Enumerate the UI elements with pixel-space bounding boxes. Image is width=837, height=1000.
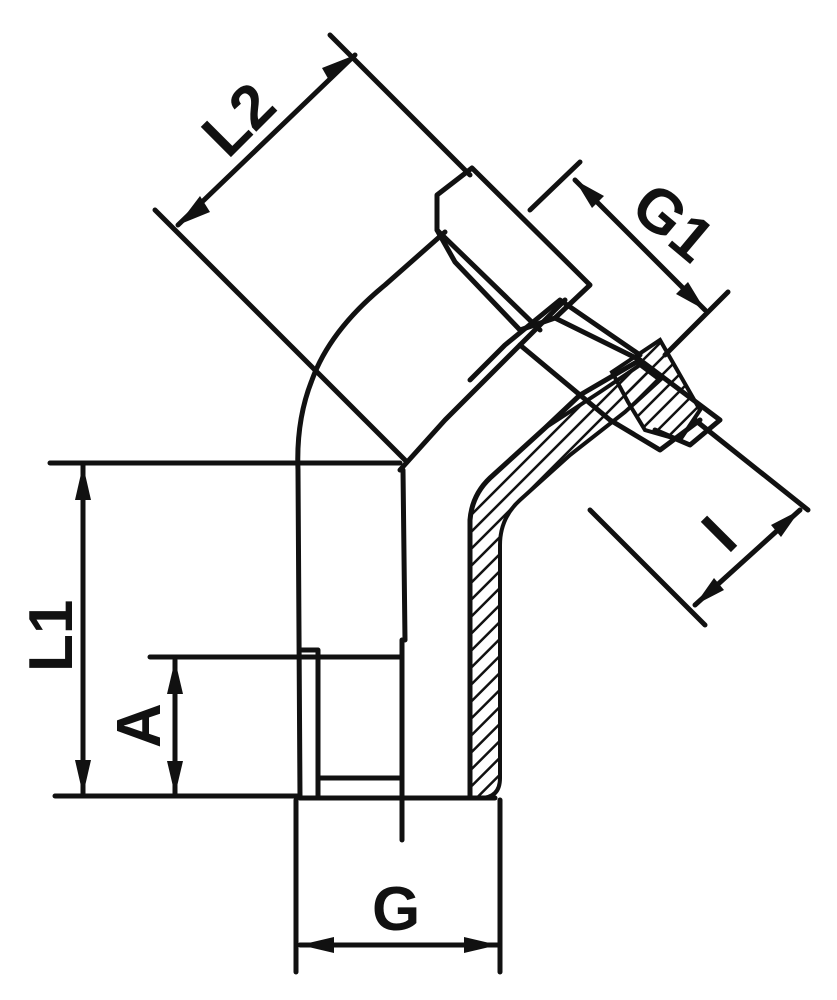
extension-lines (47, 32, 811, 975)
dimension-a (167, 657, 183, 798)
dimension-l1 (75, 462, 91, 798)
dimension-l2 (175, 52, 358, 228)
bottom-thread-box (297, 647, 403, 801)
section-hatching (468, 337, 703, 800)
inner-wall (397, 297, 568, 643)
nut-head (434, 165, 723, 453)
label-g: G (372, 875, 420, 944)
label-a: A (105, 703, 174, 748)
label-l1: L1 (17, 600, 86, 672)
outer-wall-left (295, 229, 448, 801)
label-i: I (689, 504, 750, 565)
dimension-i (692, 507, 803, 608)
label-g1: G1 (619, 170, 727, 276)
dimension-g1 (572, 177, 708, 313)
label-l2: L2 (189, 70, 289, 170)
dimension-g (297, 937, 501, 953)
